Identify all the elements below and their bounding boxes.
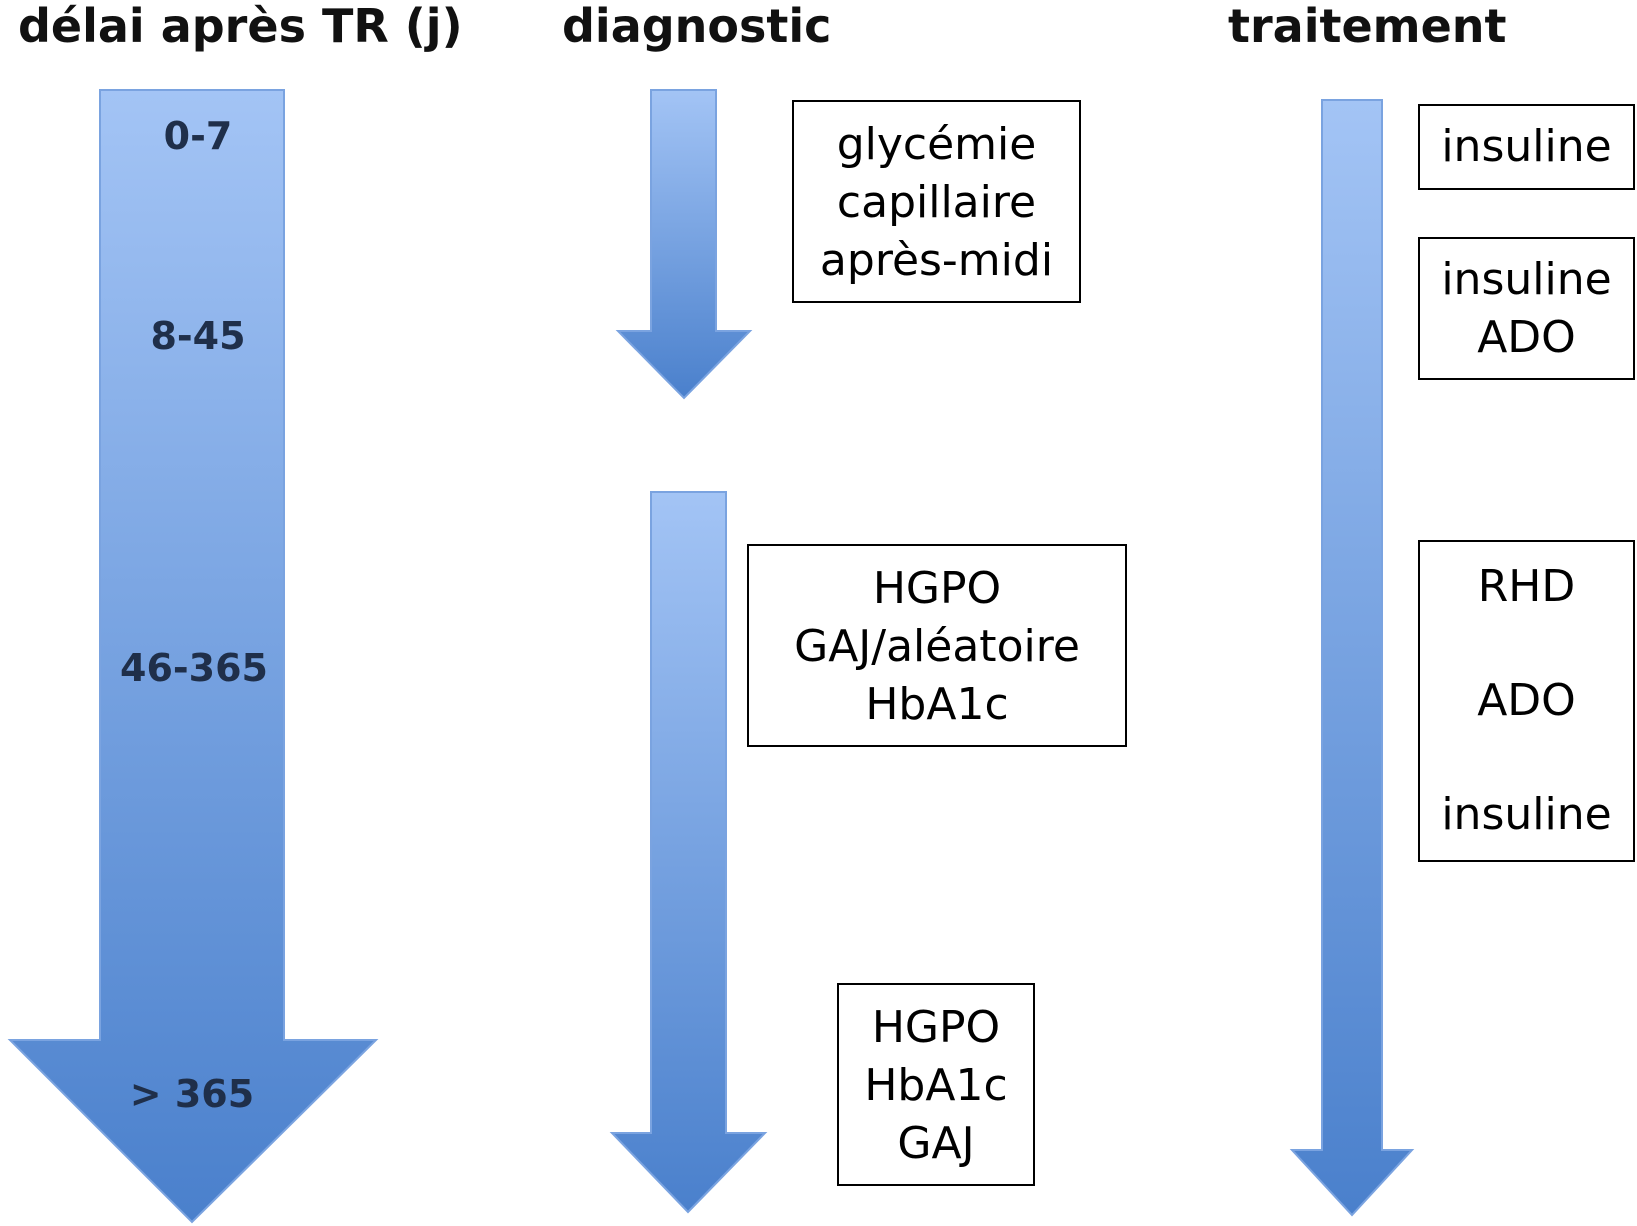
diagnostic-early-line-3: après-midi <box>819 235 1054 286</box>
treatment-arrow <box>1289 99 1415 1217</box>
diagnostic-early-line-1: glycémie <box>836 119 1037 170</box>
treatment-box-early: insuline <box>1418 104 1635 190</box>
diagnostic-box-early: glycémie capillaire après-midi <box>792 100 1081 303</box>
diagnostic-mid-line-3: HbA1c <box>865 679 1009 730</box>
diagnostic-arrow-late <box>609 491 768 1214</box>
diagnostic-mid-line-2: GAJ/aléatoire <box>794 621 1080 672</box>
treatment-late-line-3: insuline <box>1441 789 1612 840</box>
delay-tick-46-365: 46-365 <box>120 646 268 690</box>
diagnostic-late-line-1: HGPO <box>871 1002 1001 1053</box>
treatment-box-late: RHD ADO insuline <box>1418 540 1635 862</box>
treatment-mid-line-2: ADO <box>1477 312 1576 363</box>
delay-timeline-arrow <box>7 89 379 1224</box>
diagnostic-early-line-2: capillaire <box>836 177 1037 228</box>
delay-tick-8-45: 8-45 <box>150 314 246 358</box>
delay-tick-0-7: 0-7 <box>163 114 233 158</box>
diagnostic-late-line-2: HbA1c <box>864 1060 1008 1111</box>
treatment-early-line-1: insuline <box>1441 121 1612 172</box>
diagnostic-arrow-early <box>615 89 753 400</box>
header-treatment: traitement <box>1228 0 1507 53</box>
diagnostic-box-late: HGPO HbA1c GAJ <box>837 983 1035 1186</box>
header-diagnostic: diagnostic <box>562 0 832 53</box>
treatment-late-line-2: ADO <box>1477 675 1576 726</box>
treatment-mid-line-1: insuline <box>1441 254 1612 305</box>
diagnostic-mid-line-1: HGPO <box>872 563 1002 614</box>
treatment-box-mid: insuline ADO <box>1418 237 1635 380</box>
diagnostic-late-line-3: GAJ <box>897 1118 975 1169</box>
header-delay: délai après TR (j) <box>18 0 463 53</box>
diagnostic-box-mid: HGPO GAJ/aléatoire HbA1c <box>747 544 1127 747</box>
delay-tick-over-365: > 365 <box>129 1072 255 1116</box>
treatment-late-line-1: RHD <box>1477 561 1576 612</box>
